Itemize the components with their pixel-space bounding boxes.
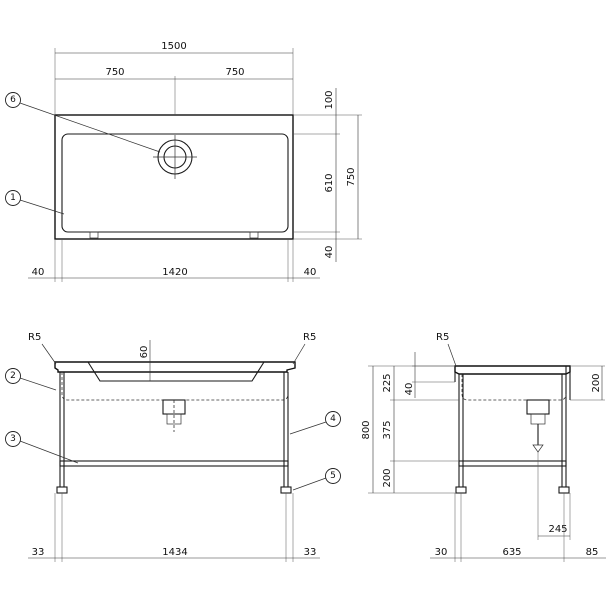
front-depression: [87, 361, 265, 382]
callout-2-label: 2: [10, 371, 16, 381]
side-foot-front: [455, 486, 467, 494]
side-bowl-hidden: [461, 374, 567, 401]
leader-3: [19, 440, 79, 464]
callout-5: [325, 468, 341, 484]
dim-200-guard: 200: [591, 373, 602, 392]
dim-750-right-label: 750: [225, 67, 244, 78]
leader-r5-right: [292, 343, 306, 365]
dim-1500-label: 1500: [161, 41, 186, 52]
front-bowl-hidden: [61, 372, 289, 401]
dim-30: 30: [435, 547, 448, 558]
dim-225: 225: [382, 373, 393, 392]
leader-2: [19, 377, 57, 391]
front-view: 60 R5 R5 33 1434 33 2 3 4 5: [5, 332, 341, 562]
leader-r5-left: [41, 343, 57, 365]
dim-200-lower: 200: [382, 468, 393, 487]
plan-outer-top: [54, 114, 294, 240]
front-drain-pipe: [166, 413, 182, 425]
dim-1420: 1420: [162, 267, 187, 278]
leader-5: [292, 477, 327, 491]
callout-3: [5, 431, 21, 447]
side-crossbar: [458, 460, 567, 467]
front-top-plate: [54, 361, 296, 373]
leader-4: [289, 421, 327, 435]
dim-750-vert: 750: [346, 167, 357, 186]
leader-1: [19, 199, 65, 215]
callout-6: [5, 92, 21, 108]
callout-1-label: 1: [10, 193, 16, 203]
side-drain-arrow: [532, 444, 544, 453]
dim-635: 635: [502, 547, 521, 558]
dim-375: 375: [382, 420, 393, 439]
side-drain-body: [526, 399, 550, 415]
front-foot-left: [56, 486, 68, 494]
dim-800: 800: [361, 420, 372, 439]
dim-245: 245: [548, 524, 567, 535]
plan-view: 1500 750 750 40 1420 40 100 610 40 750 6…: [5, 41, 362, 282]
dim-40-vert: 40: [324, 246, 335, 259]
dim-33-right: 33: [304, 547, 317, 558]
front-crossbar: [59, 460, 289, 467]
front-r5-left: R5: [28, 332, 41, 343]
front-foot-right: [280, 486, 292, 494]
callout-6-label: 6: [10, 95, 16, 105]
dim-40-left: 40: [32, 267, 45, 278]
leader-6: [19, 102, 161, 153]
dim-40-rim: 40: [404, 383, 415, 396]
dim-85: 85: [586, 547, 599, 558]
dim-610: 610: [324, 173, 335, 192]
callout-5-label: 5: [330, 471, 336, 481]
front-r5-right: R5: [303, 332, 316, 343]
dim-40-right: 40: [304, 267, 317, 278]
side-r5: R5: [436, 332, 449, 343]
side-drain-pipe: [530, 413, 546, 425]
callout-1: [5, 190, 21, 206]
dim-750-left-label: 750: [105, 67, 124, 78]
dim-33-left: 33: [32, 547, 45, 558]
dim-1434: 1434: [162, 547, 187, 558]
plan-leg-right: [249, 231, 259, 239]
callout-4: [325, 411, 341, 427]
dim-100: 100: [324, 90, 335, 109]
side-foot-back: [558, 486, 570, 494]
callout-2: [5, 368, 21, 384]
leader-side-r5: [447, 343, 457, 367]
dim-60: 60: [139, 346, 150, 359]
plan-leg-left: [89, 231, 99, 239]
callout-4-label: 4: [330, 414, 336, 424]
side-top-plate: [454, 365, 571, 375]
plan-bowl: [61, 133, 289, 233]
side-view: 800 225 375 200 40 R5 200 245 30 635 85: [361, 332, 606, 562]
callout-3-label: 3: [10, 434, 16, 444]
